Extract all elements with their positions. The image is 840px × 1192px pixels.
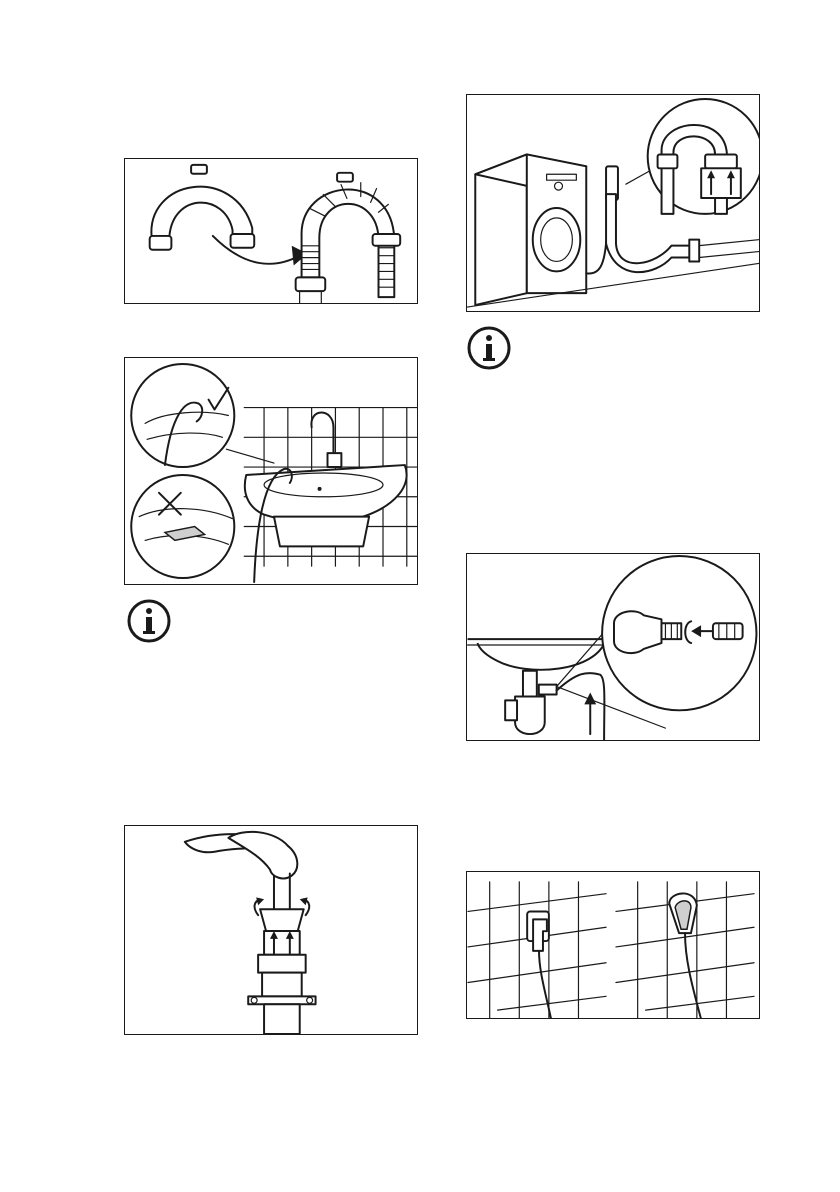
figure-hose-in-standpipe [124,825,418,1035]
info-icon [126,598,172,644]
info-icon-right [466,325,512,371]
figure-wall-drain-connection [466,871,760,1019]
figure-hose-guide-fit [124,158,418,304]
figure-machine-drain-connection [466,94,760,312]
sink-trap-illustration [467,554,759,740]
info-icon [466,325,512,371]
figure-sink-trap-connection [466,553,760,741]
figure-hose-over-sink [124,357,418,585]
hose-guide-illustration [125,159,417,303]
sink-hose-illustration [125,358,417,584]
machine-drain-illustration [467,95,759,311]
standpipe-illustration [125,826,417,1034]
info-icon-left [126,598,172,644]
wall-drain-illustration [467,872,759,1018]
